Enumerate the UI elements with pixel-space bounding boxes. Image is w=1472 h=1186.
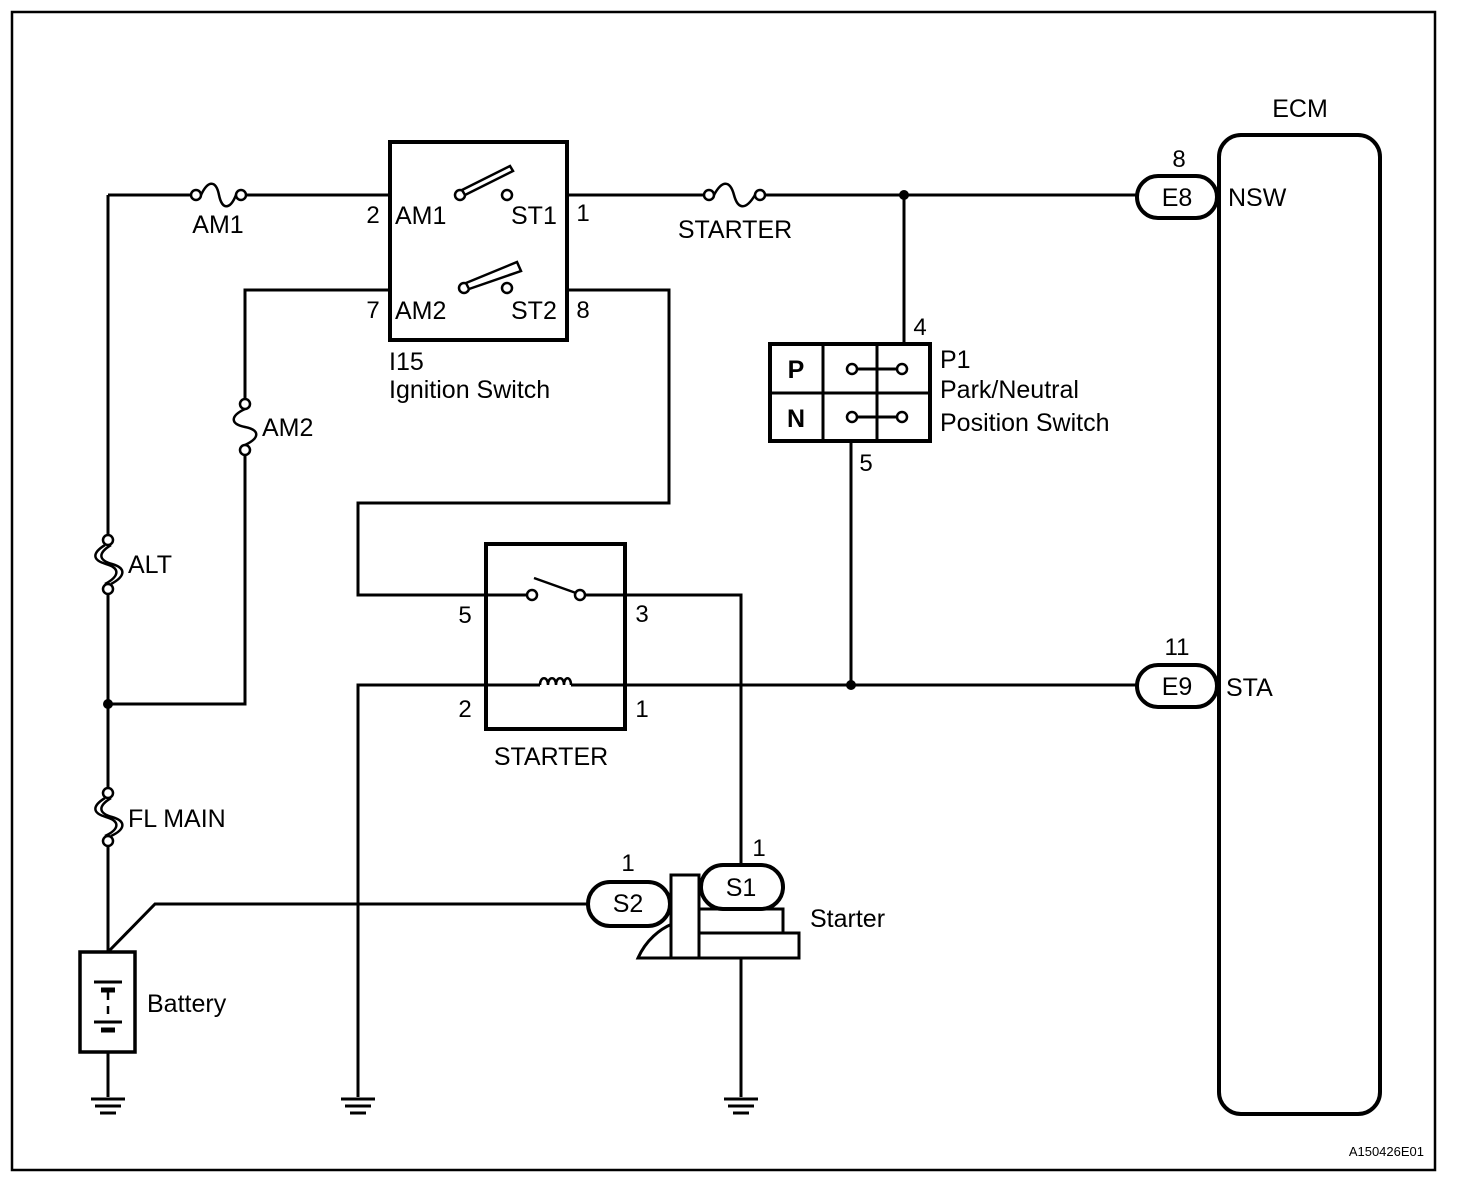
s2-code: S2 bbox=[613, 890, 644, 918]
fuse-am1-label: AM1 bbox=[192, 211, 243, 239]
fuse-starter: STARTER bbox=[678, 182, 792, 244]
battery-label: Battery bbox=[147, 990, 227, 1018]
relay-pin-5: 5 bbox=[458, 602, 471, 629]
fuse-am2: AM2 bbox=[232, 397, 313, 457]
e9-connector-code: E9 bbox=[1162, 673, 1193, 701]
pn-pin-top-number: 4 bbox=[913, 314, 926, 341]
relay-pin-2: 2 bbox=[458, 696, 471, 723]
wire-coil-left bbox=[356, 683, 540, 1097]
fuse-alt: ALT bbox=[94, 533, 172, 596]
ecm-title: ECM bbox=[1272, 95, 1328, 123]
s2-pin: 1 bbox=[621, 850, 634, 877]
nsw-signal-label: NSW bbox=[1228, 184, 1287, 212]
junction-dot bbox=[846, 680, 856, 690]
e9-pin-number: 11 bbox=[1165, 634, 1190, 661]
terminal-st2-label: ST2 bbox=[511, 297, 557, 325]
wire-junction-to-am2 bbox=[108, 452, 247, 706]
battery-box bbox=[78, 950, 137, 1054]
fuse-fl-main: FL MAIN bbox=[94, 786, 226, 848]
ignition-switch-name: Ignition Switch bbox=[389, 376, 550, 404]
diagram-frame bbox=[10, 10, 1437, 1172]
e8-connector-code: E8 bbox=[1162, 184, 1193, 212]
starter-relay-box bbox=[484, 542, 627, 731]
pin-am1-number: 2 bbox=[366, 202, 379, 229]
fuse-alt-label: ALT bbox=[128, 551, 172, 579]
starter-body-upper bbox=[697, 907, 785, 935]
ecm: ECM E8 8 NSW E9 11 STA bbox=[1135, 95, 1382, 1116]
fuse-am1: AM1 bbox=[189, 182, 248, 239]
ground-icon bbox=[341, 1097, 375, 1115]
pn-switch-name-line1: Park/Neutral bbox=[940, 376, 1079, 404]
pn-pin-bottom-number: 5 bbox=[859, 450, 872, 477]
position-n-label: N bbox=[787, 405, 805, 433]
ground-icon bbox=[724, 1097, 758, 1115]
position-p-label: P bbox=[788, 356, 805, 384]
sta-signal-label: STA bbox=[1226, 674, 1273, 702]
junction-dot bbox=[103, 699, 113, 709]
ecm-box bbox=[1217, 133, 1382, 1116]
wire-am2-to-switch bbox=[243, 288, 392, 401]
pn-switch-name-line2: Position Switch bbox=[940, 409, 1110, 437]
e8-pin-number: 8 bbox=[1172, 146, 1185, 173]
starter-body-lower bbox=[697, 931, 801, 960]
starter-relay-label: STARTER bbox=[494, 743, 608, 771]
park-neutral-switch: P N 4 5 P1 Park/Neutral Position Switch bbox=[768, 314, 1110, 477]
relay-pin-1: 1 bbox=[635, 696, 648, 723]
wiring bbox=[103, 190, 1137, 1097]
fuse-am2-label: AM2 bbox=[262, 414, 313, 442]
pin-am2-number: 7 bbox=[366, 297, 379, 324]
starter-relay: 5 3 2 1 STARTER bbox=[458, 542, 649, 771]
ecm-connector-e8: E8 8 NSW bbox=[1135, 146, 1287, 220]
ground-icon bbox=[91, 1097, 125, 1115]
starter-motor: S1 1 S2 1 Starter bbox=[586, 835, 885, 960]
battery: Battery bbox=[78, 950, 227, 1054]
ignition-switch-code: I15 bbox=[389, 348, 424, 376]
wire-st2-to-relay bbox=[356, 288, 671, 597]
pn-switch-code: P1 bbox=[940, 346, 971, 374]
starter-connector-s1 bbox=[699, 863, 785, 911]
wire-relay3-to-s1 bbox=[580, 593, 743, 865]
starter-label: Starter bbox=[810, 905, 885, 933]
junction-dot bbox=[899, 190, 909, 200]
ignition-switch: AM1 ST1 AM2 ST2 2 1 7 8 I15 Ignition Swi… bbox=[366, 140, 590, 404]
s1-code: S1 bbox=[726, 874, 757, 902]
terminal-am2-label: AM2 bbox=[395, 297, 446, 325]
terminal-am1-label: AM1 bbox=[395, 202, 446, 230]
ignition-switch-box bbox=[388, 140, 569, 342]
starter-body-post bbox=[669, 873, 701, 960]
relay-pin-3: 3 bbox=[635, 601, 648, 628]
pin-st1-number: 1 bbox=[576, 200, 589, 227]
fuse-fl-main-label: FL MAIN bbox=[128, 805, 226, 833]
figure-code: A150426E01 bbox=[1349, 1144, 1424, 1159]
starter-connector-s2 bbox=[586, 880, 672, 928]
wire-battery-to-s2 bbox=[106, 902, 588, 954]
terminal-st1-label: ST1 bbox=[511, 202, 557, 230]
fuse-starter-label: STARTER bbox=[678, 216, 792, 244]
s1-pin: 1 bbox=[752, 835, 765, 862]
pin-st2-number: 8 bbox=[576, 297, 589, 324]
